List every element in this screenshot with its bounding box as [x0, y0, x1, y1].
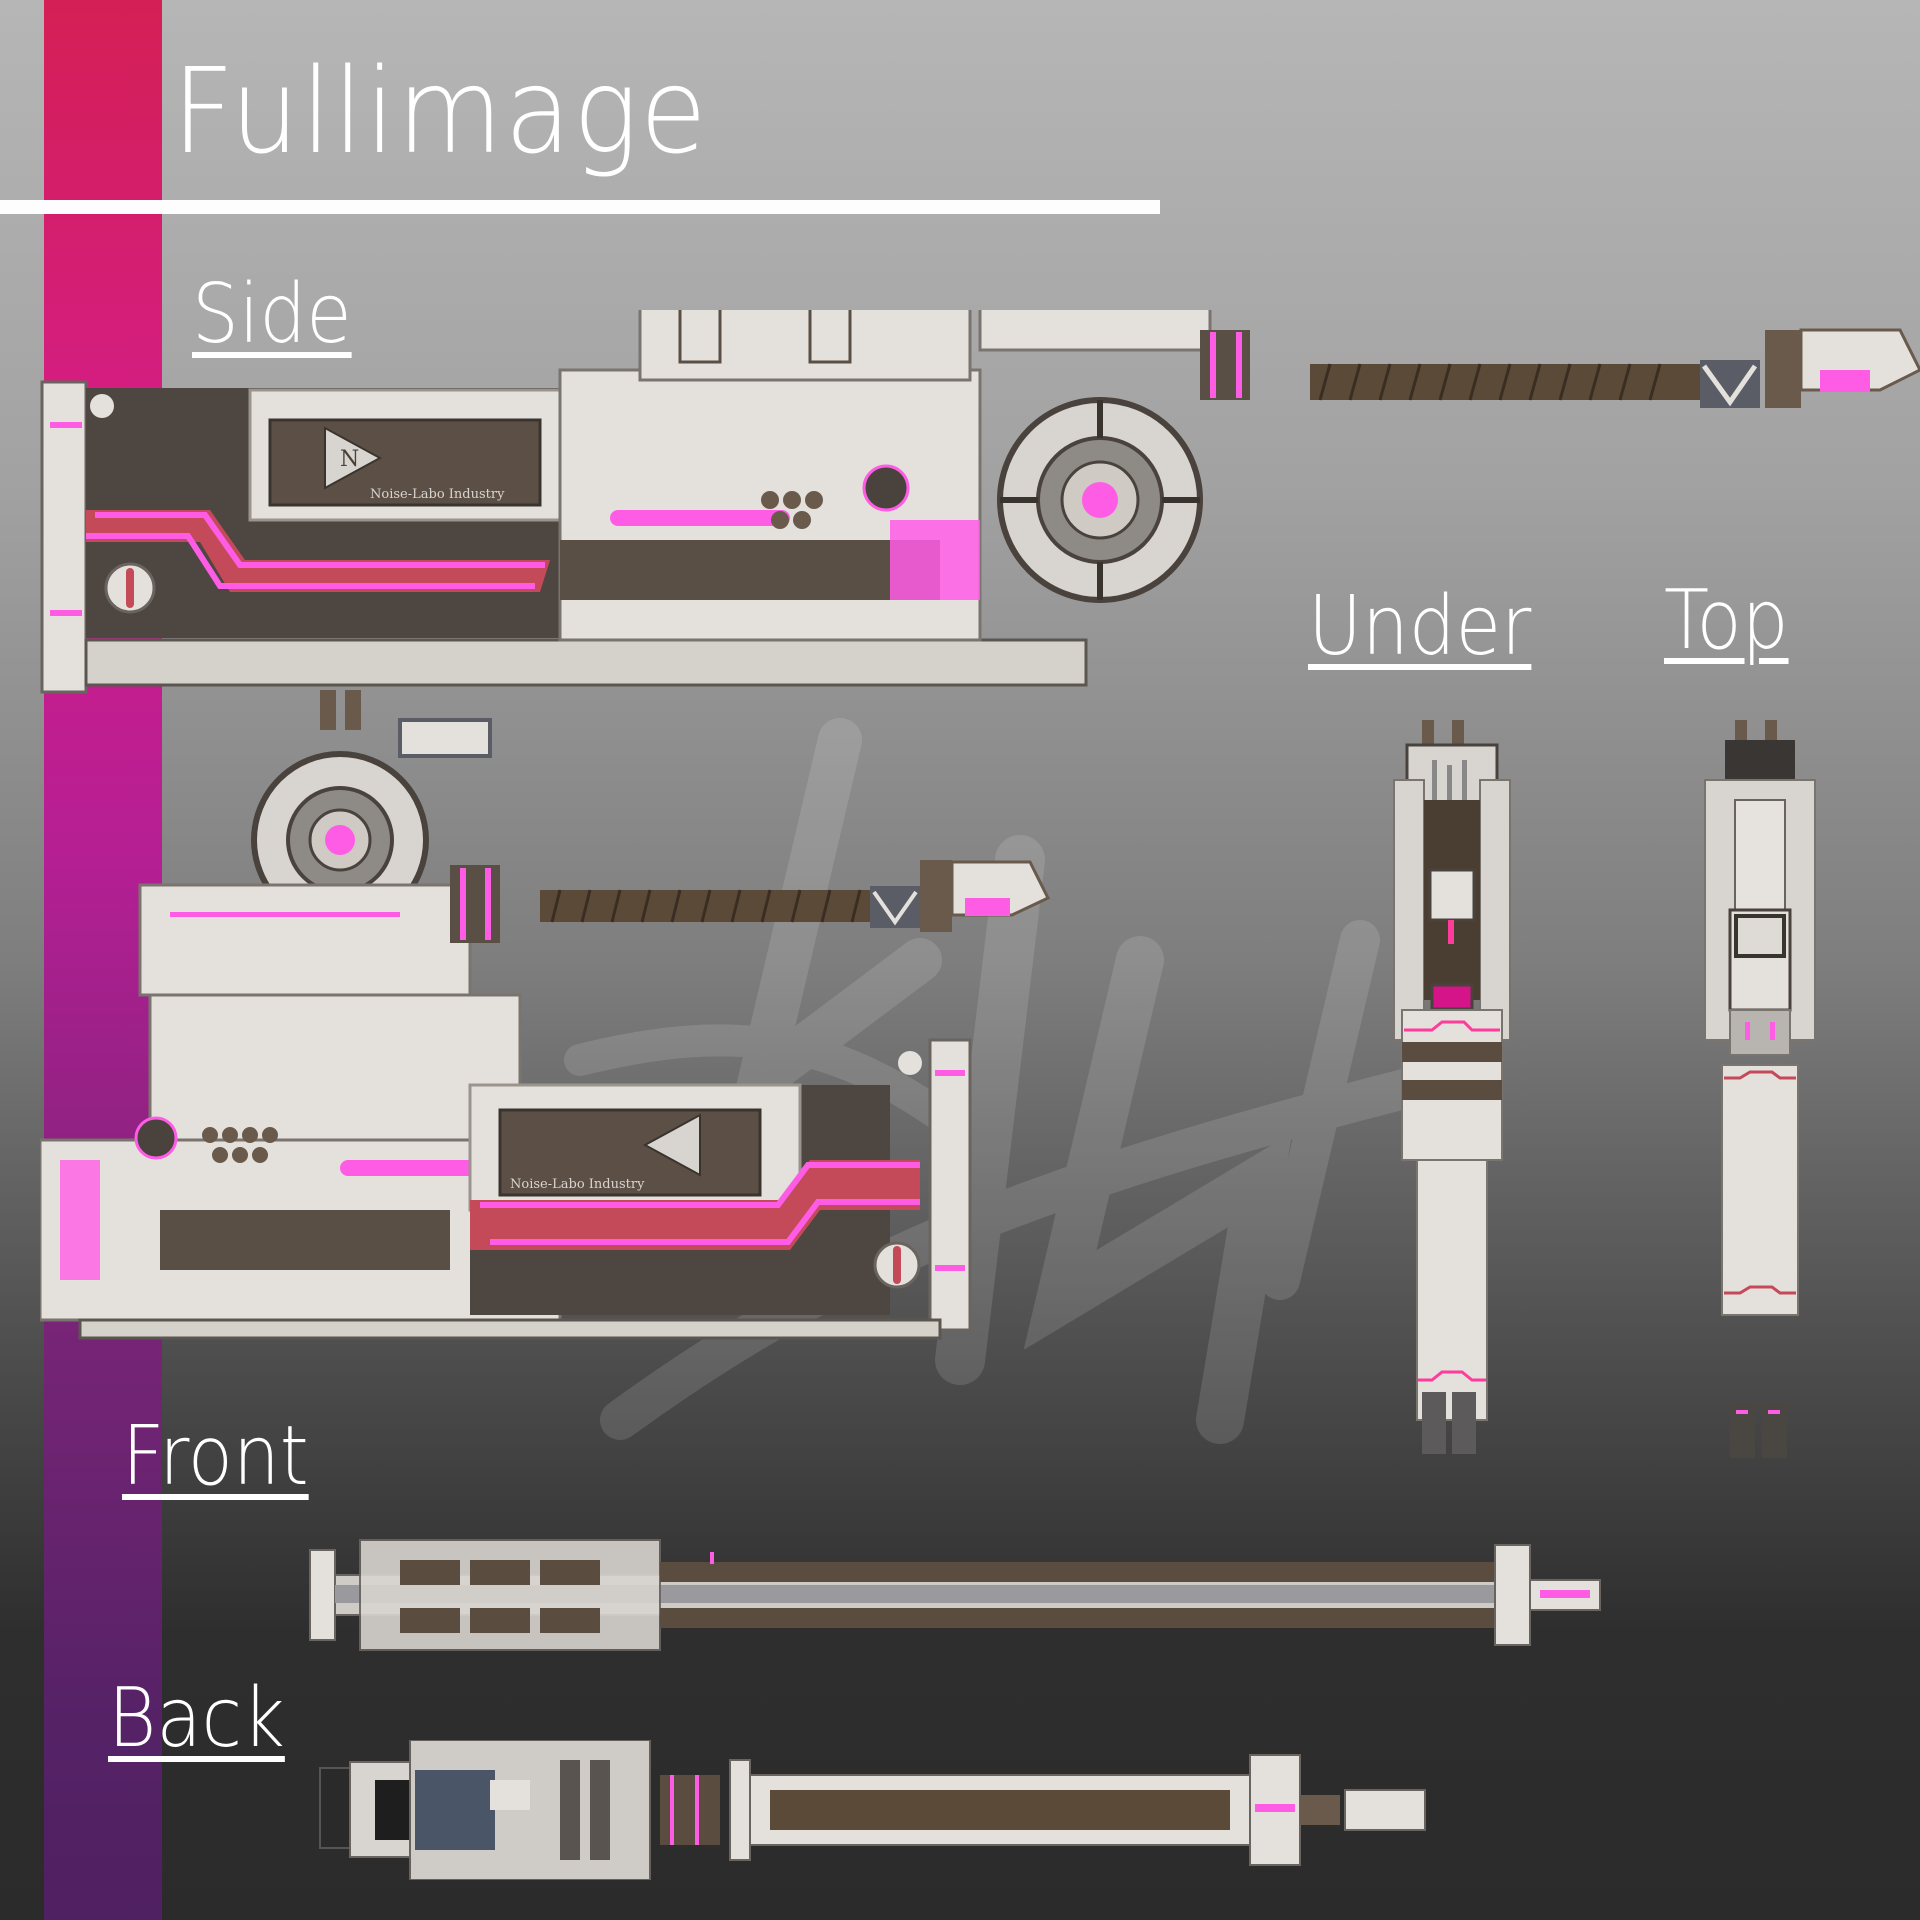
brand-logo-letter: N [340, 447, 359, 472]
page-title: Fullimage [172, 42, 709, 180]
side-view-render: N Noise-Labo Industry [40, 310, 1920, 700]
brand-plate-text-mirrored: Noise-Labo Industry [510, 1177, 645, 1192]
under-view-render [1392, 720, 1512, 1470]
view-label-side: Side [192, 267, 352, 362]
side-view-mirrored-render: Noise-Labo Industry [40, 690, 1140, 1340]
back-view-render [310, 1740, 1750, 1880]
view-label-back: Back [108, 1671, 285, 1766]
title-underline-divider [0, 200, 1160, 214]
front-view-render [300, 1530, 1740, 1660]
top-view-render [1700, 720, 1820, 1460]
watermark-logo-icon [540, 660, 1560, 1480]
brand-plate-text: Noise-Labo Industry [370, 487, 505, 502]
view-label-top: Top [1664, 573, 1789, 668]
view-label-under: Under [1308, 579, 1532, 674]
view-label-front: Front [122, 1409, 309, 1504]
